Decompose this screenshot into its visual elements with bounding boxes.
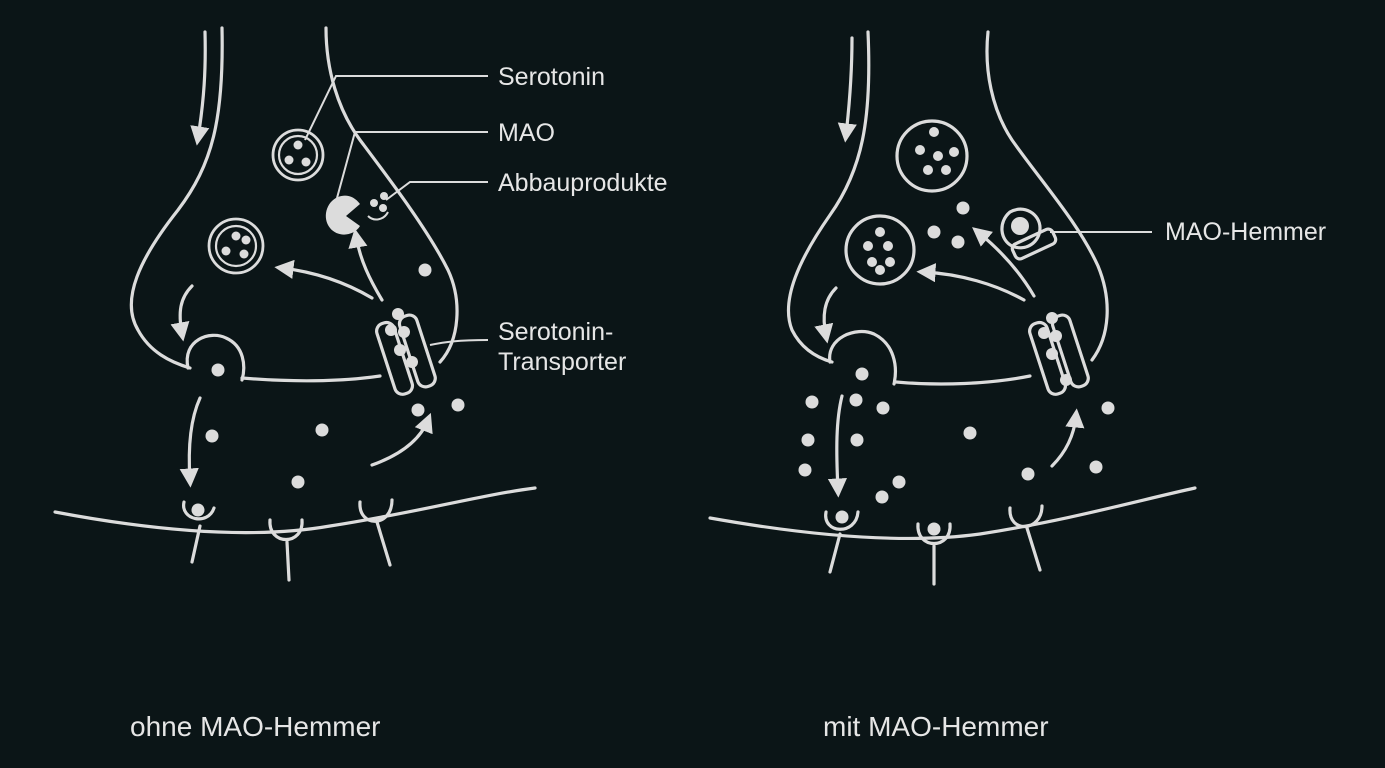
receptor-occupied	[916, 522, 952, 586]
serotonin-molecule	[876, 401, 890, 415]
vesicle	[844, 214, 916, 286]
panel-with-inhibitor	[708, 30, 1197, 586]
serotonin-molecule	[963, 426, 977, 440]
serotonin-transporter	[375, 313, 437, 396]
label-mao-hemmer: MAO-Hemmer	[1165, 218, 1326, 246]
postsynaptic-membrane	[53, 486, 537, 535]
receptor	[268, 518, 304, 582]
serotonin-molecule	[411, 403, 425, 417]
serotonin-molecule	[291, 475, 305, 489]
release-pore	[828, 329, 897, 386]
vesicle	[271, 128, 325, 182]
leader-mao	[336, 131, 488, 199]
serotonin-molecule	[315, 423, 329, 437]
serotonin-transporter	[1028, 313, 1090, 396]
leader-serotonin	[304, 75, 488, 141]
label-transporter-line1: Serotonin-	[498, 318, 613, 346]
release-arrow	[179, 396, 202, 488]
arrow-to-vesicle	[916, 263, 1026, 302]
serotonin-molecule	[875, 490, 889, 504]
reuptake-arrow	[370, 412, 433, 467]
reuptake-arrow	[1050, 408, 1085, 468]
label-transporter-line2: Transporter	[498, 348, 626, 376]
signal-arrow-in	[837, 36, 857, 143]
serotonin-molecule	[801, 433, 815, 447]
leader-transporter	[429, 339, 489, 346]
arrow-to-vesicle	[274, 259, 374, 300]
release-arrow	[827, 394, 848, 498]
postsynaptic-membrane	[708, 486, 1197, 541]
release-pore	[185, 333, 246, 382]
serotonin-molecule	[1046, 312, 1058, 324]
serotonin-molecule	[205, 429, 219, 443]
serotonin-molecule	[1060, 374, 1072, 386]
serotonin-molecule	[211, 363, 225, 377]
signal-arrow-in	[190, 30, 210, 146]
leader-abbauprodukte	[385, 181, 488, 201]
serotonin-molecule	[418, 263, 432, 277]
arrow-to-mao	[348, 228, 384, 302]
label-serotonin: Serotonin	[498, 63, 605, 91]
serotonin-molecule	[1101, 401, 1115, 415]
serotonin-molecule	[451, 398, 465, 412]
serotonin-molecule	[849, 393, 863, 407]
serotonin-molecule	[1021, 467, 1035, 481]
serotonin-molecule	[398, 326, 410, 338]
receptor-occupied	[182, 500, 216, 564]
serotonin-molecule	[392, 308, 404, 320]
arrow-to-mao	[972, 227, 1036, 298]
serotonin-molecule	[892, 475, 906, 489]
receptor-occupied	[824, 510, 860, 574]
serotonin-molecule	[1089, 460, 1103, 474]
serotonin-molecule	[956, 201, 970, 215]
serotonin-molecule	[385, 324, 397, 336]
serotonin-molecule	[1050, 330, 1062, 342]
serotonin-molecule	[855, 367, 869, 381]
serotonin-molecule	[406, 356, 418, 368]
mao-enzyme	[325, 195, 360, 235]
mao-enzyme-inhibited	[1000, 207, 1058, 261]
serotonin-molecule	[951, 235, 965, 249]
serotonin-molecule	[1038, 327, 1050, 339]
panel-without-inhibitor	[53, 26, 537, 582]
caption-left: ohne MAO-Hemmer	[130, 711, 381, 742]
serotonin-molecule	[1046, 348, 1058, 360]
presynaptic-terminal	[786, 30, 1109, 386]
caption-right: mit MAO-Hemmer	[823, 711, 1049, 742]
serotonin-molecule	[850, 433, 864, 447]
arrow-to-pore	[814, 286, 838, 344]
vesicle	[207, 217, 265, 275]
serotonin-molecule	[394, 344, 406, 356]
serotonin-molecule	[805, 395, 819, 409]
receptor	[1008, 504, 1044, 572]
vesicle	[895, 119, 969, 193]
arrow-to-pore	[170, 284, 194, 342]
receptor	[358, 498, 394, 567]
presynaptic-terminal	[129, 26, 459, 383]
label-mao: MAO	[498, 119, 555, 147]
degradation-products	[367, 192, 389, 221]
serotonin-molecule	[927, 225, 941, 239]
serotonin-molecule	[798, 463, 812, 477]
label-abbauprodukte: Abbauprodukte	[498, 169, 668, 197]
